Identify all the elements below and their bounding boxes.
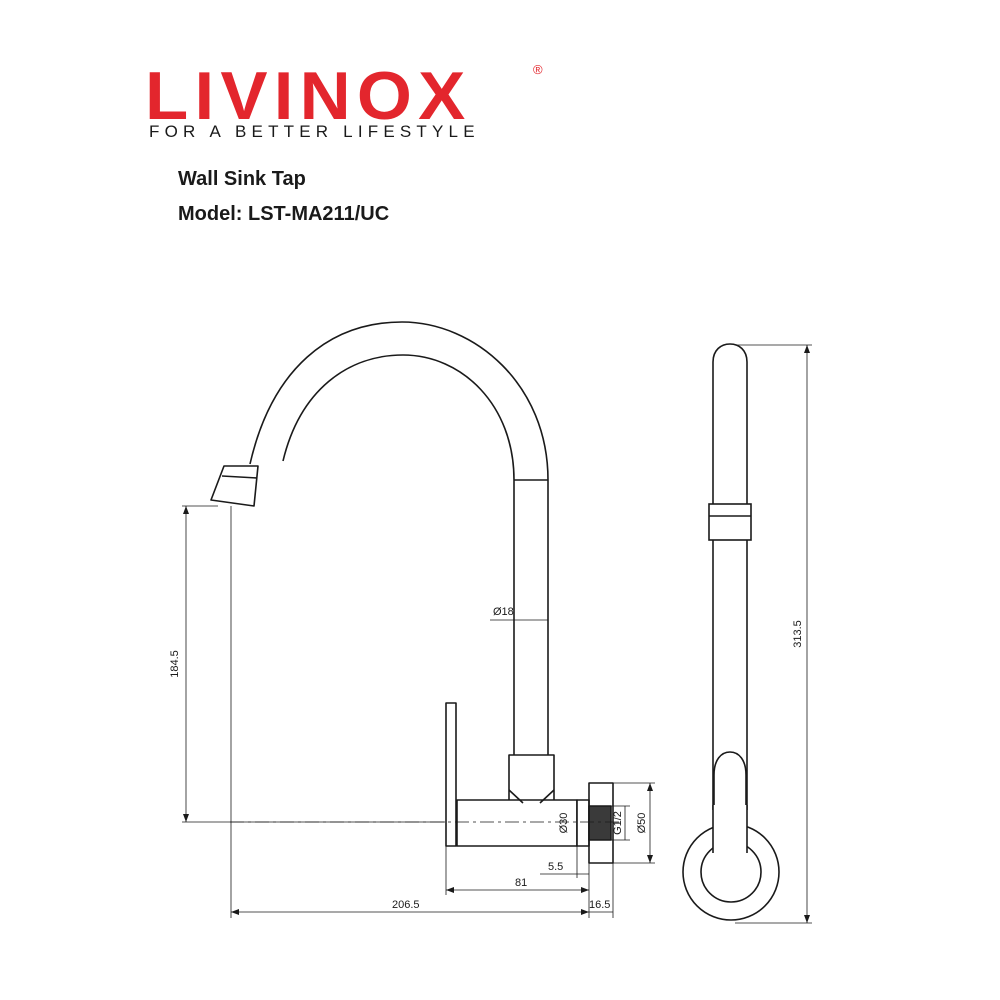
aerator: [210, 465, 259, 507]
side-handle: [713, 751, 747, 805]
dim-flange-diameter: Ø50: [636, 813, 648, 834]
dim-body-length: 81: [515, 877, 527, 889]
dim-offset: 5.5: [548, 861, 563, 873]
side-aerator: [708, 503, 752, 541]
side-pipe: [712, 540, 748, 810]
handle-lever: [445, 702, 457, 847]
registered-mark: ®: [533, 62, 543, 77]
product-name: Wall Sink Tap: [178, 168, 306, 190]
valve-body: [456, 799, 578, 847]
flange: [588, 782, 614, 864]
dim-pipe-diameter: Ø18: [493, 606, 514, 618]
dim-184-5: 184.5: [169, 650, 181, 678]
brand-name: LIVINOX: [145, 58, 472, 134]
brand-tagline: FOR A BETTER LIFESTYLE: [149, 122, 480, 141]
spout-inner: [282, 354, 515, 755]
dim-body-diameter: Ø30: [558, 813, 570, 834]
product-model: Model: LST-MA211/UC: [178, 203, 390, 225]
dim-flange-depth: 16.5: [589, 899, 610, 911]
brand-logo: LIVINOX ® FOR A BETTER LIFESTYLE: [145, 62, 545, 152]
spout-outer: [249, 321, 549, 755]
dim-thread: G1/2: [612, 811, 624, 835]
dim-reach: 206.5: [392, 899, 420, 911]
side-spout: [712, 343, 748, 508]
dim-total-height: 313.5: [792, 620, 804, 648]
thread: [576, 799, 590, 847]
